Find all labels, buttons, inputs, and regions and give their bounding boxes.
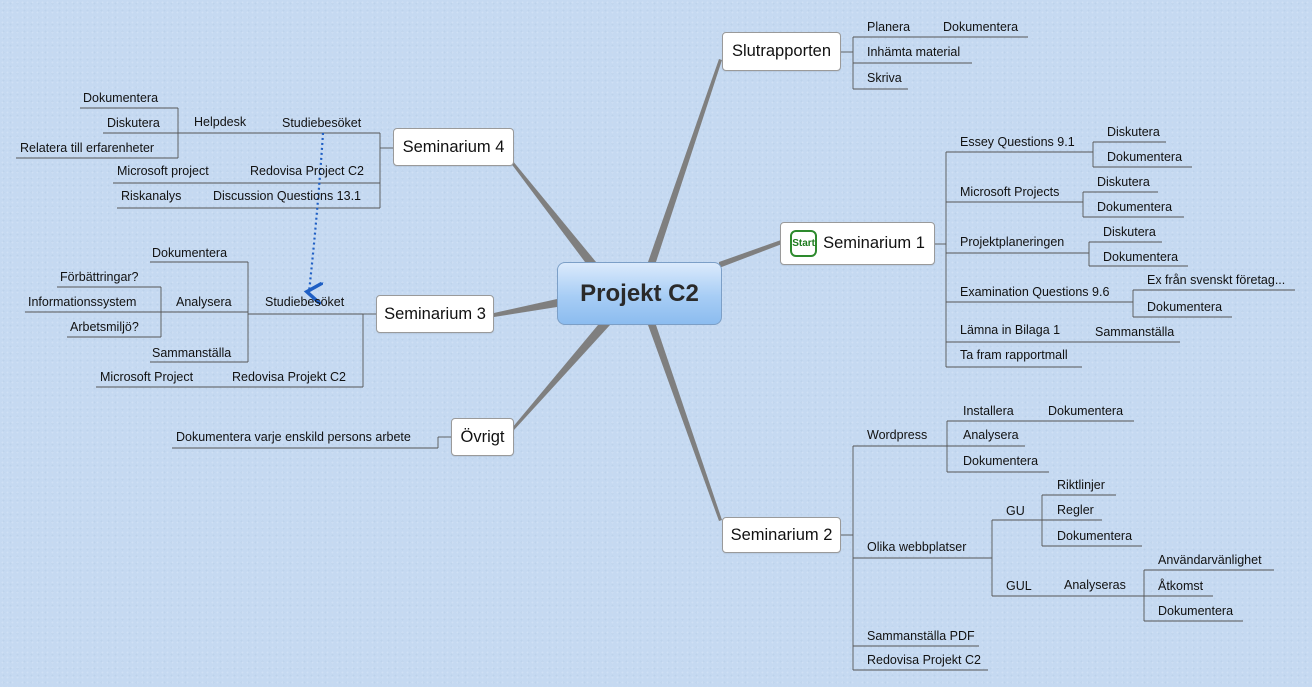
subtopic-skriva[interactable]: Skriva — [867, 71, 902, 85]
subtopic-ta-fram-rapportmall[interactable]: Ta fram rapportmall — [960, 348, 1068, 362]
subtopic-sammanstalla[interactable]: Sammanställa — [1095, 325, 1175, 339]
subtopic-s3-microsoft-project[interactable]: Microsoft Project — [100, 370, 194, 384]
topic-seminarium-3[interactable]: Seminarium 3 — [376, 295, 494, 333]
subtopic-gul[interactable]: GUL — [1006, 579, 1032, 593]
subtopic-s3-studiebesoket[interactable]: Studiebesöket — [265, 295, 345, 309]
subtopic-ex-foretag[interactable]: Ex från svenskt företag... — [1147, 273, 1286, 287]
topic-slutrapporten[interactable]: Slutrapporten — [722, 32, 841, 71]
subtopic-s3-dokumentera[interactable]: Dokumentera — [152, 246, 228, 260]
subtopic-forbattringar[interactable]: Förbättringar? — [60, 270, 139, 284]
subtopic-examination-questions[interactable]: Examination Questions 9.6 — [960, 285, 1110, 299]
subtopic-anvandarvanlighet[interactable]: Användarvänlighet — [1158, 553, 1262, 567]
subtopic-s3-analysera[interactable]: Analysera — [176, 295, 232, 309]
subtopic-s4-studiebesoket[interactable]: Studiebesöket — [282, 116, 362, 130]
subtopic-lamna-in-bilaga[interactable]: Lämna in Bilaga 1 — [960, 323, 1061, 337]
subtopic-essey-diskutera[interactable]: Diskutera — [1107, 125, 1160, 139]
subtopic-atkomst[interactable]: Åtkomst — [1158, 579, 1204, 593]
central-topic[interactable]: Projekt C2 — [557, 262, 722, 325]
subtopic-planera[interactable]: Planera — [867, 20, 911, 34]
subtopic-helpdesk[interactable]: Helpdesk — [194, 115, 247, 129]
subtopic-microsoft-projects[interactable]: Microsoft Projects — [960, 185, 1060, 199]
topic-seminarium-1[interactable]: Start Seminarium 1 — [780, 222, 935, 265]
subtopic-pp-diskutera[interactable]: Diskutera — [1103, 225, 1156, 239]
topic-seminarium-2[interactable]: Seminarium 2 — [722, 517, 841, 553]
subtopic-gu-dokumentera[interactable]: Dokumentera — [1057, 529, 1133, 543]
subtopic-analyseras[interactable]: Analyseras — [1064, 578, 1126, 592]
subtopic-wp-analysera[interactable]: Analysera — [963, 428, 1019, 442]
subtopic-ms-diskutera[interactable]: Diskutera — [1097, 175, 1150, 189]
topic-ovrigt[interactable]: Övrigt — [451, 418, 514, 456]
subtopic-s4-dokumentera[interactable]: Dokumentera — [83, 91, 159, 105]
subtopic-gul-dokumentera[interactable]: Dokumentera — [1158, 604, 1234, 618]
subtopic-wp-dokumentera[interactable]: Dokumentera — [963, 454, 1039, 468]
subtopic-pp-dokumentera[interactable]: Dokumentera — [1103, 250, 1179, 264]
subtopic-olika-webbplatser[interactable]: Olika webbplatser — [867, 540, 967, 554]
subtopic-riskanalys[interactable]: Riskanalys — [121, 189, 182, 203]
subtopic-relatera[interactable]: Relatera till erfarenheter — [20, 141, 155, 155]
subtopic-s3-redovisa[interactable]: Redovisa Projekt C2 — [232, 370, 346, 384]
topic-seminarium-4[interactable]: Seminarium 4 — [393, 128, 514, 166]
subtopic-essey-dokumentera[interactable]: Dokumentera — [1107, 150, 1183, 164]
start-icon: Start — [790, 230, 818, 257]
subtopic-s4-diskutera[interactable]: Diskutera — [107, 116, 160, 130]
subtopic-redovisa-projekt[interactable]: Redovisa Projekt C2 — [867, 653, 981, 667]
subtopic-installera[interactable]: Installera — [963, 404, 1014, 418]
subtopic-s4-microsoft-project[interactable]: Microsoft project — [117, 164, 209, 178]
topic-seminarium-1-label: Seminarium 1 — [823, 234, 925, 252]
subtopic-ex-dokumentera[interactable]: Dokumentera — [1147, 300, 1223, 314]
subtopic-dokumentera-varje[interactable]: Dokumentera varje enskild persons arbete — [176, 430, 411, 444]
subtopic-installera-dokumentera[interactable]: Dokumentera — [1048, 404, 1124, 418]
subtopic-s4-redovisa[interactable]: Redovisa Project C2 — [250, 164, 364, 178]
subtopic-regler[interactable]: Regler — [1057, 503, 1094, 517]
subtopic-wordpress[interactable]: Wordpress — [867, 428, 928, 442]
subtopic-essey-questions[interactable]: Essey Questions 9.1 — [960, 135, 1075, 149]
subtopic-gu[interactable]: GU — [1006, 504, 1025, 518]
subtopic-projektplaneringen[interactable]: Projektplaneringen — [960, 235, 1065, 249]
subtopic-s3-sammanstalla[interactable]: Sammanställa — [152, 346, 232, 360]
subtopic-sammanstalla-pdf[interactable]: Sammanställa PDF — [867, 629, 975, 643]
subtopic-discussion-questions[interactable]: Discussion Questions 13.1 — [213, 189, 361, 203]
subtopic-planera-dokumentera[interactable]: Dokumentera — [943, 20, 1019, 34]
subtopic-informationssystem[interactable]: Informationssystem — [28, 295, 137, 309]
subtopic-inhamta-material[interactable]: Inhämta material — [867, 45, 961, 59]
subtopic-riktlinjer[interactable]: Riktlinjer — [1057, 478, 1105, 492]
subtopic-ms-dokumentera[interactable]: Dokumentera — [1097, 200, 1173, 214]
subtopic-arbetsmiljo[interactable]: Arbetsmiljö? — [70, 320, 139, 334]
